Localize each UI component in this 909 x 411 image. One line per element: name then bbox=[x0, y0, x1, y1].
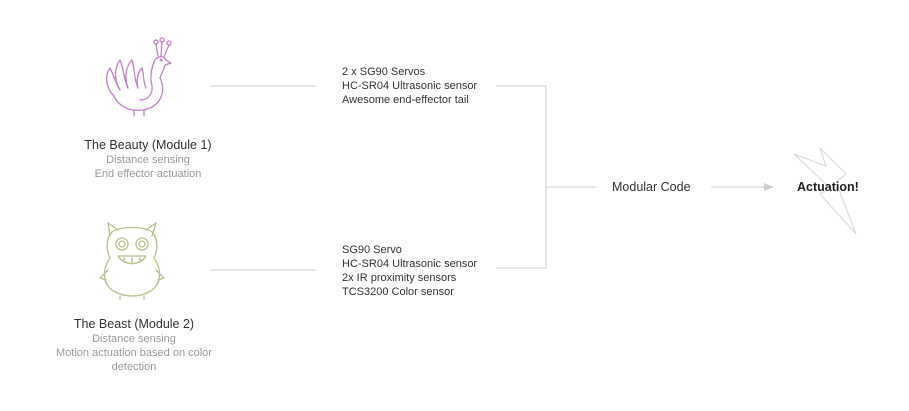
module1-line: Distance sensing bbox=[106, 154, 190, 166]
module2-line: Distance sensing bbox=[92, 333, 176, 345]
component-item: Awesome end-effector tail bbox=[342, 94, 469, 106]
component-item: 2x IR proximity sensors bbox=[342, 272, 457, 284]
actuation-label: Actuation! bbox=[797, 180, 859, 194]
modular-code-label: Modular Code bbox=[612, 180, 691, 194]
arrowhead-icon bbox=[764, 183, 774, 191]
module1-description: The Beauty (Module 1) Distance sensing E… bbox=[48, 138, 248, 181]
module1-title: The Beauty (Module 1) bbox=[84, 138, 212, 152]
component-item: TCS3200 Color sensor bbox=[342, 286, 454, 298]
merge-bracket bbox=[496, 85, 547, 269]
module1-components: 2 x SG90 Servos HC-SR04 Ultrasonic senso… bbox=[342, 65, 477, 107]
monster-icon bbox=[99, 222, 165, 300]
module2-line: detection bbox=[111, 361, 157, 373]
component-item: HC-SR04 Ultrasonic sensor bbox=[342, 80, 478, 92]
peacock-icon bbox=[105, 37, 172, 117]
component-item: SG90 Servo bbox=[342, 244, 402, 256]
module2-components: SG90 Servo HC-SR04 Ultrasonic sensor 2x … bbox=[342, 243, 477, 299]
lightning-bolt-icon bbox=[793, 147, 857, 235]
module2-description: The Beast (Module 2) Distance sensing Mo… bbox=[34, 317, 234, 374]
component-item: HC-SR04 Ultrasonic sensor bbox=[342, 258, 478, 270]
module1-line: End effector actuation bbox=[94, 168, 202, 180]
module2-title: The Beast (Module 2) bbox=[73, 317, 195, 331]
module2-line: Motion actuation based on color bbox=[56, 347, 212, 359]
component-item: 2 x SG90 Servos bbox=[342, 66, 426, 78]
